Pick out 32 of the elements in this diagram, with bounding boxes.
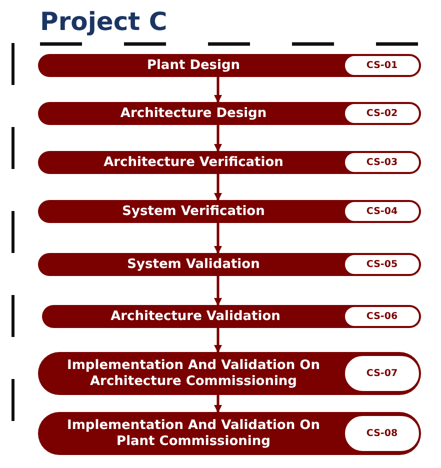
step-label: Architecture Validation <box>110 308 282 326</box>
process-pill <box>38 412 421 455</box>
process-pill <box>38 253 421 276</box>
step-label: System Verification <box>121 202 266 220</box>
step-label: Architecture Verification <box>102 154 284 172</box>
diagram-title: Project C <box>40 6 168 38</box>
step-label: System Validation <box>126 256 261 274</box>
process-pill <box>38 352 421 395</box>
arrow <box>214 328 222 353</box>
code-tag: CS-04 <box>344 201 420 222</box>
arrow <box>214 395 222 413</box>
code-tag: CS-03 <box>344 152 420 173</box>
arrow <box>214 174 222 201</box>
arrow <box>214 276 222 306</box>
code-tag: CS-08 <box>344 415 420 452</box>
code-tag: CS-06 <box>344 306 420 327</box>
code-tag: CS-01 <box>344 55 420 76</box>
step-label: Implementation And Validation On Plant Commissioning <box>66 416 321 450</box>
process-pill <box>38 151 421 174</box>
arrow <box>214 125 222 152</box>
code-tag: CS-05 <box>344 254 420 275</box>
step-label: Plant Design <box>146 56 242 74</box>
process-pill <box>38 54 421 77</box>
step-label: Architecture Design <box>119 104 268 122</box>
step-label: Implementation And Validation On Architecture Commissioning <box>66 356 321 390</box>
code-tag: CS-07 <box>344 355 420 392</box>
arrow <box>214 77 222 103</box>
code-tag: CS-02 <box>344 103 420 124</box>
arrow <box>214 223 222 254</box>
process-pill <box>42 305 421 328</box>
process-pill <box>38 200 421 223</box>
process-pill <box>38 102 421 125</box>
